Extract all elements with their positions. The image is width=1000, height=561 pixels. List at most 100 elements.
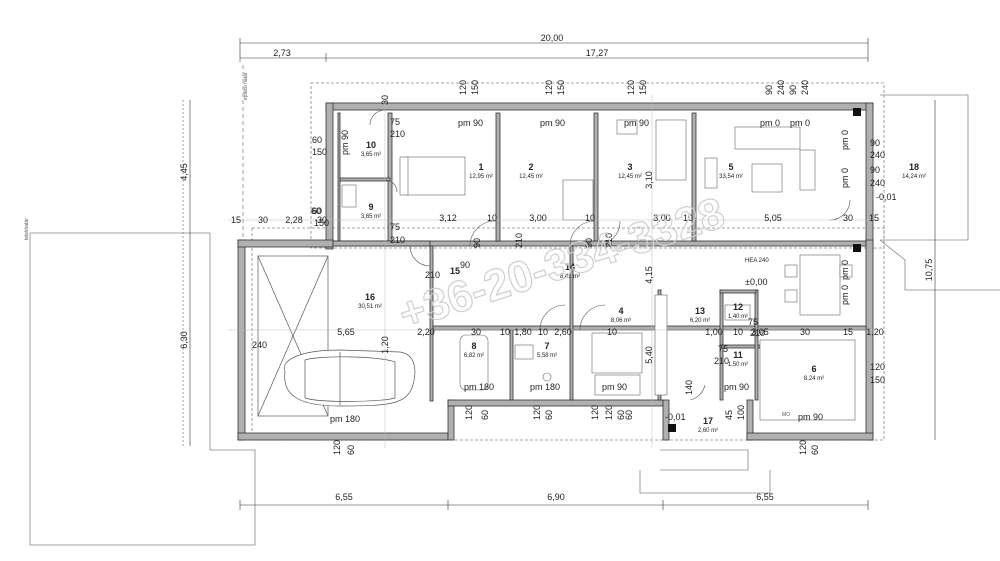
- room-number: 9: [368, 202, 373, 212]
- opening-label: 120: [464, 405, 474, 420]
- sill-label: pm 90: [340, 130, 350, 155]
- room-area: 8,06 m²: [611, 318, 631, 324]
- room-number: 15: [450, 266, 460, 276]
- dim-left-bottom: 6,30: [179, 331, 189, 349]
- opening-label: 60: [312, 135, 322, 145]
- opening-label: 60: [624, 410, 634, 420]
- interior-dim: 1,80: [514, 327, 532, 337]
- opening-label: 90: [870, 138, 880, 148]
- room-area: 12,95 m²: [469, 174, 493, 180]
- interior-dim: 10: [683, 213, 693, 223]
- grid-lines: [228, 95, 880, 448]
- opening-label: 60: [544, 410, 554, 420]
- interior-dim: 30: [471, 327, 481, 337]
- dim-bottom-c: 6,55: [756, 492, 774, 502]
- room-number: 13: [695, 306, 705, 316]
- room-area: 30,51 m²: [358, 304, 382, 310]
- opening-label: 240: [776, 80, 786, 95]
- dim-total: 20,00: [541, 33, 564, 43]
- interior-dim: 2,28: [285, 215, 303, 225]
- opening-label: 240: [252, 340, 267, 350]
- opening-label: 140: [684, 380, 694, 395]
- dim-left-top: 4,45: [179, 163, 189, 181]
- opening-label: 90: [472, 238, 482, 248]
- room-number: 5: [728, 162, 733, 172]
- opening-label: 45: [724, 410, 734, 420]
- room-area: 8,41 m²: [560, 274, 580, 280]
- room-area: 33,54 m²: [719, 174, 743, 180]
- room-number: 14: [565, 262, 575, 272]
- garage: [257, 255, 416, 417]
- level-entrance: -0,01: [665, 412, 686, 422]
- sill-label: pm 90: [798, 412, 823, 422]
- opening-label: 210: [604, 233, 614, 248]
- room-number: 10: [366, 140, 376, 150]
- room-number: 4: [618, 306, 623, 316]
- opening-label: 150: [556, 80, 566, 95]
- interior-dim: 1,20: [866, 327, 884, 337]
- opening-label: 60: [810, 445, 820, 455]
- dim-bottom-b: 6,90: [547, 492, 565, 502]
- room-area: 6,82 m²: [464, 353, 484, 359]
- boundary-top-label: építési határ: [243, 72, 249, 100]
- opening-label: 90: [788, 85, 798, 95]
- dimension-texts: 20,00 2,73 17,27 6,55 6,90 6,55 4,45 6,3…: [179, 33, 934, 502]
- interior-dim: 1,00: [705, 327, 723, 337]
- room-area: 3,65 m²: [361, 152, 381, 158]
- room-area: 5,58 m²: [537, 353, 557, 359]
- opening-label: 150: [638, 80, 648, 95]
- interior-dim: 10: [607, 327, 617, 337]
- room-area: 1,50 m²: [728, 362, 748, 368]
- interior-dim: 4,15: [644, 266, 654, 284]
- level-zero: ±0,00: [745, 277, 767, 287]
- interior-dim: 10: [733, 327, 743, 337]
- dim-bottom-a: 6,55: [335, 492, 353, 502]
- opening-label: 75: [390, 117, 400, 127]
- room-labels: 1 12,95 m² 2 12,45 m² 3 12,45 m² 4 8,06 …: [358, 140, 926, 434]
- opening-label: 120: [532, 405, 542, 420]
- opening-label: 150: [312, 147, 327, 157]
- room-number: 17: [703, 416, 713, 426]
- room-area: 12,45 m²: [519, 174, 543, 180]
- hea-label: HEA 240: [745, 258, 769, 264]
- opening-label: 210: [514, 233, 524, 248]
- room-number: 6: [811, 364, 816, 374]
- opening-label: 60: [616, 410, 626, 420]
- sill-label: pm 90: [458, 118, 483, 128]
- opening-label: 75: [718, 344, 728, 354]
- opening-label: 210: [714, 356, 729, 366]
- sill-label: pm 90: [602, 382, 627, 392]
- interior-dim: 3,00: [529, 213, 547, 223]
- opening-label: 120: [544, 80, 554, 95]
- opening-label: 240: [870, 178, 885, 188]
- mo-label: MO: [782, 412, 790, 418]
- room-number: 8: [471, 341, 476, 351]
- opening-label: 90: [764, 85, 774, 95]
- room-number: 11: [733, 350, 743, 360]
- room-number: 18: [909, 162, 919, 172]
- sill-label: pm 180: [530, 382, 560, 392]
- interior-dim: 5,65: [337, 327, 355, 337]
- opening-label: 75: [390, 222, 400, 232]
- dim-right-side: 10,75: [924, 259, 934, 282]
- room-number: 3: [627, 162, 632, 172]
- level-right: -0,01: [876, 192, 897, 202]
- opening-label: 90: [870, 165, 880, 175]
- opening-labels: 120 150 120 150 120 150 90 240 90 240 90…: [252, 80, 885, 455]
- room-area: 8,24 m²: [804, 376, 824, 382]
- site-outlines: [29, 65, 1000, 546]
- phone-watermark: +36-20-334-3328: [393, 188, 730, 339]
- room-number: 16: [365, 292, 375, 302]
- interior-dim: 10: [500, 327, 510, 337]
- interior-dimensions: 15 30 2,28 60 30 3,12 10 3,00 10 3,00 10…: [231, 95, 884, 364]
- opening-label: 210: [390, 129, 405, 139]
- dimension-lines: [189, 38, 936, 510]
- opening-label: 120: [604, 405, 614, 420]
- interior-dim: 10: [487, 213, 497, 223]
- opening-label: 150: [470, 80, 480, 95]
- opening-label: 75: [748, 317, 758, 327]
- opening-label: 120: [798, 440, 808, 455]
- furniture: [341, 119, 856, 421]
- sill-label: pm 90: [624, 118, 649, 128]
- opening-label: 210: [390, 235, 405, 245]
